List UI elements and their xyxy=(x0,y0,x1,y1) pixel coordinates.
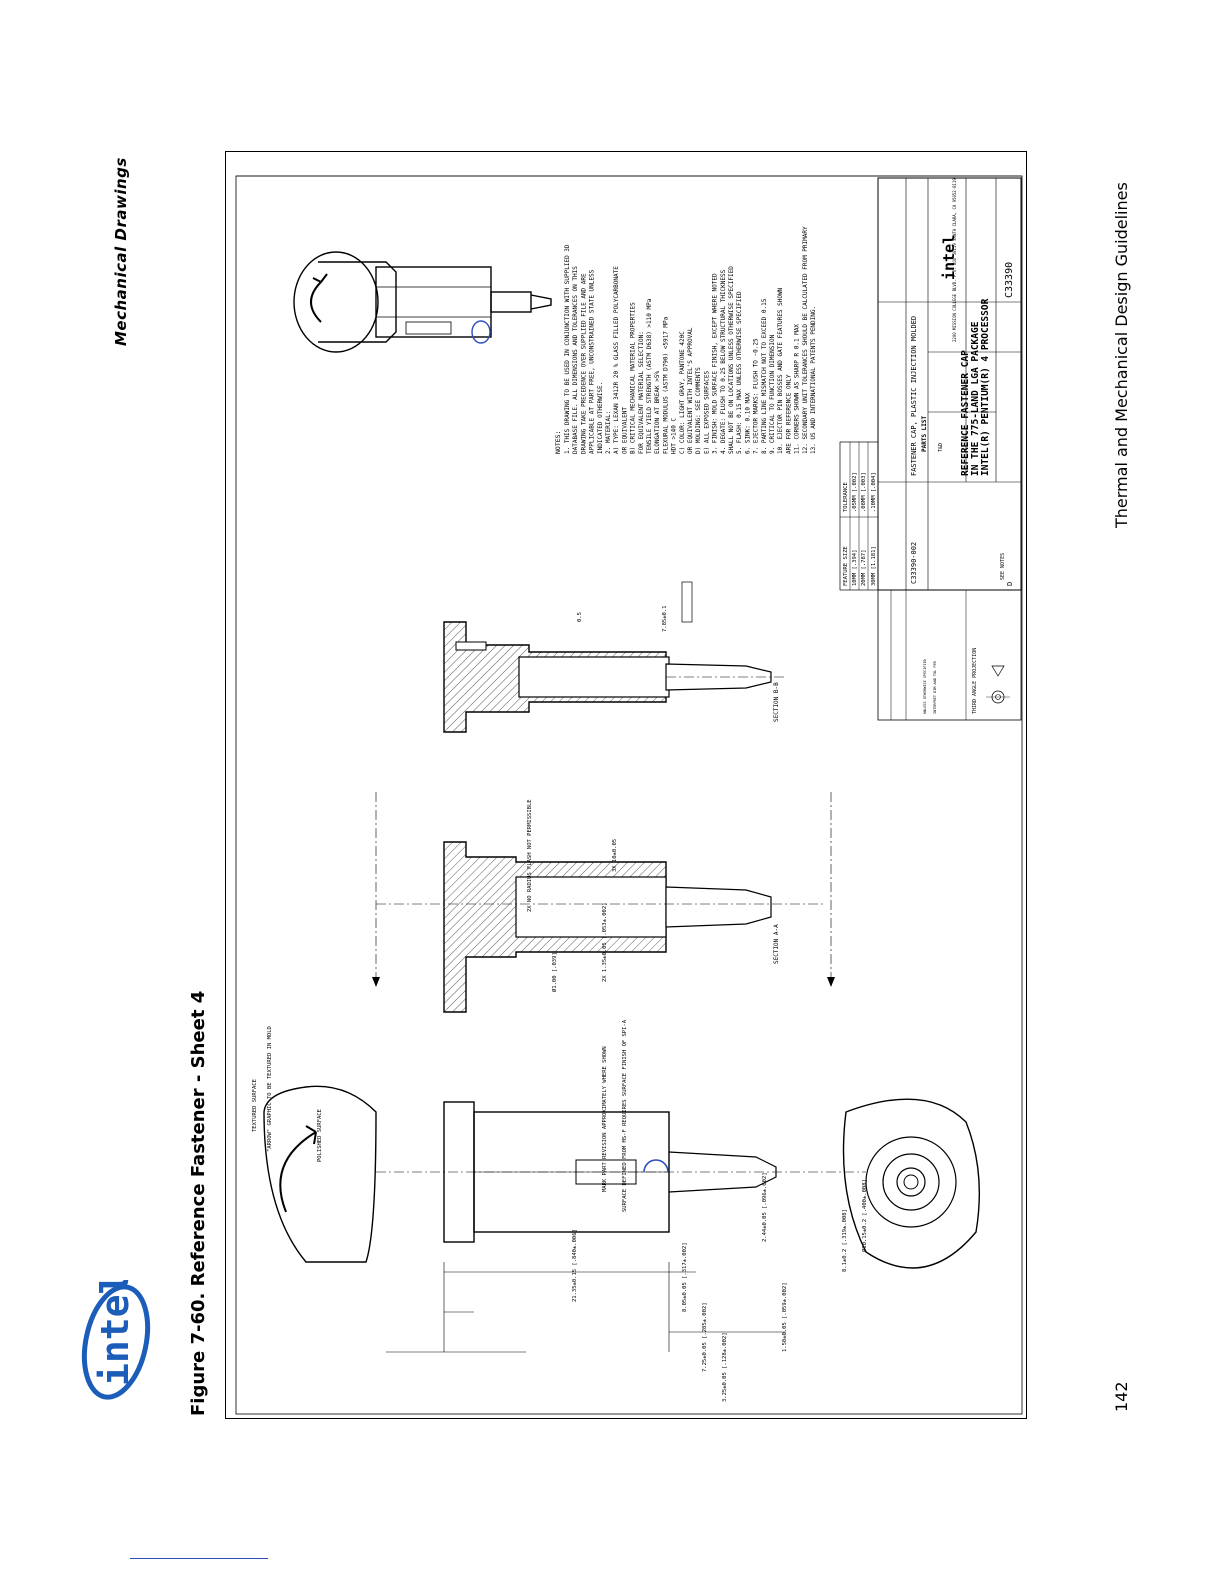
note-line: C) COLOR: LIGHT GRAY, PANTONE 420C xyxy=(679,331,686,454)
annotation-text: 2X NO RADIUS FLASH NOT PERMISSIBLE xyxy=(527,799,533,912)
intel-logo-icon: intel xyxy=(81,1280,151,1400)
note-line: 13. US AND INTERNATIONAL PATENTS PENDING… xyxy=(810,306,817,454)
tb-size: D xyxy=(1006,582,1014,586)
dimension-text: 8.05±0.05 [.317±.002] xyxy=(682,1242,688,1312)
tb-title-line-3: REFERENCE FASTENER CAP xyxy=(960,350,971,476)
note-line: 2. MATERIAL: xyxy=(605,411,612,454)
section-header: Mechanical Drawings xyxy=(112,157,130,346)
svg-text:30MM [1.181]: 30MM [1.181] xyxy=(871,546,877,586)
svg-text:UNLESS OTHERWISE SPECIFIED: UNLESS OTHERWISE SPECIFIED xyxy=(923,659,927,714)
note-line: 8. PARTING LINE MISMATCH NOT TO EXCEED 0… xyxy=(761,298,768,454)
footer-rule xyxy=(130,1558,268,1559)
note-line: 6. SINK: 0.10 MAX xyxy=(744,392,751,454)
dimension-text: 21.35±0.15 [.840±.006] xyxy=(572,1229,578,1302)
note-line: HDT >140 C xyxy=(671,417,678,454)
note-line: D) MOLDING: SEE COMMENTS xyxy=(695,367,702,454)
svg-text:.10MM [.004]: .10MM [.004] xyxy=(871,472,877,512)
dimension-text: 1.50±0.05 [.059±.002] xyxy=(782,1282,788,1352)
notes-header: NOTES: xyxy=(554,431,562,454)
note-line: TENSILE YIELD STRENGTH (ASTM D638) >110 … xyxy=(646,298,653,454)
note-line: 7. EJECTOR MARKS: FLUSH TO -0.25 xyxy=(753,338,760,454)
note-line: FLEXURAL MODULUS (ASTM D790) <5917 MPa xyxy=(662,316,669,454)
annotation-text: SURFACE DEFINED FROM MS-F REQUIRES SURFA… xyxy=(622,1019,628,1212)
note-line: FOR EQUIVALENT MATERIAL SELECTION: xyxy=(638,331,645,454)
title-block: D C33390 INTEL(R) PENTIUM(R) 4 PROCESSOR… xyxy=(877,177,1022,721)
svg-text:20MM [.787]: 20MM [.787] xyxy=(861,550,867,586)
drawing-frame: D C33390 INTEL(R) PENTIUM(R) 4 PROCESSOR… xyxy=(225,151,1027,1419)
dimension-text: 2.44±0.05 [.096±.002] xyxy=(762,1172,768,1242)
dimension-text: 3X 10±0.05 xyxy=(612,839,618,872)
figure-caption: Figure 7-60. Reference Fastener - Sheet … xyxy=(188,990,209,1416)
svg-text:INTERPRET DIM AND TOL PER: INTERPRET DIM AND TOL PER xyxy=(933,660,937,714)
side-elevation-view xyxy=(376,1101,866,1243)
note-line: DRAWING TAKE PRECEDENCE OVER SUPPLIED FI… xyxy=(580,273,587,454)
tb-parts-list: PARTS LIST xyxy=(921,415,928,452)
tb-drawing-number: C33390 xyxy=(1004,262,1015,298)
note-line: OR EQUIVALENT WITH INTEL'S APPROVAL xyxy=(687,327,694,454)
dimension-text: 7.85±0.1 xyxy=(662,606,668,633)
note-line: 1. THIS DRAWING TO BE USED IN CONJUNCTIO… xyxy=(564,244,571,454)
section-a-view: SECTION A-A xyxy=(372,792,835,1013)
tb-title-line-1: INTEL(R) PENTIUM(R) 4 PROCESSOR xyxy=(980,298,991,476)
tb-company: intel xyxy=(940,235,958,280)
tb-see-notes: SEE NOTES xyxy=(1000,553,1006,580)
note-line: APPLICABLE AT PART FREE, UNCONSTRAINED S… xyxy=(589,269,596,454)
annotation-text: TEXTURED SURFACE xyxy=(252,1079,258,1132)
note-line: ELONGATION AT BREAK >5% xyxy=(654,371,661,454)
logo-wordmark: intel xyxy=(93,1280,137,1386)
drawing-notes: NOTES: 1. THIS DRAWING TO BE USED IN CON… xyxy=(554,226,817,454)
svg-text:.08MM [.003]: .08MM [.003] xyxy=(861,472,867,512)
note-line: 9. CRITICAL TO FUNCTION DIMENSION xyxy=(769,334,776,454)
annotation-text: MARK PART REVISION APPROXIMATELY WHERE S… xyxy=(602,1046,608,1192)
tb-title-line-2: IN THE 775-LAND LGA PACKAGE xyxy=(970,321,981,476)
note-line: 10. EJECTOR PIN BOSSES AND GATE FEATURES… xyxy=(777,287,784,454)
note-line: ARE FOR REFERENCE ONLY xyxy=(785,374,792,454)
top-view xyxy=(263,1085,377,1263)
dimension-layer: 21.35±0.15 [.840±.006] 8.05±0.05 [.317±.0… xyxy=(551,606,868,1403)
tolerance-table: FEATURE SIZE TOLERANCE 10MM [.394] .05MM… xyxy=(839,441,879,591)
dimension-text: Ø1.00 [.039] xyxy=(551,952,558,992)
engineering-drawing: D C33390 INTEL(R) PENTIUM(R) 4 PROCESSOR… xyxy=(235,175,1023,1415)
svg-text:.05MM [.002]: .05MM [.002] xyxy=(852,472,858,512)
svg-text:TOLERANCE: TOLERANCE xyxy=(843,482,849,512)
tb-part-number: C33390-002 xyxy=(910,542,918,584)
note-line: SHALL NOT BE ON LOCATIONS UNLESS OTHERWI… xyxy=(728,266,735,454)
note-line: DATABASE FILE. ALL DIMENSIONS AND TOLERA… xyxy=(572,266,579,454)
section-b-view: SECTION B-B xyxy=(443,581,786,733)
annotation-layer: TEXTURED SURFACE "ARROW" GRAPHIC TO BE TE… xyxy=(252,799,628,1212)
section-a-label: SECTION A-A xyxy=(773,924,780,964)
end-view xyxy=(842,1098,981,1269)
tb-description: FASTENER CAP, PLASTIC INJECTION MOLDED xyxy=(910,316,918,476)
dimension-text: 7.25±0.05 [.285±.002] xyxy=(702,1302,708,1372)
note-line: 4. DEGATE: FLUSH TO 0.25 BELOW STRUCTURA… xyxy=(720,269,727,454)
note-line: B) CRITICAL MECHANICAL MATERIAL PROPERTI… xyxy=(630,302,637,454)
document-title: Thermal and Mechanical Design Guidelines xyxy=(1112,182,1131,528)
fcf-frame xyxy=(681,581,693,623)
note-line: A) TYPE: LEXAN 3412R 20 % GLASS FILLED P… xyxy=(613,266,620,454)
dimension-text: 2X 1.35±0.05 [.053±.002] xyxy=(602,903,608,982)
note-line: 12. SECONDARY UNIT TOLERANCES SHOULD BE … xyxy=(802,226,809,454)
tb-department: T&D xyxy=(938,443,944,452)
isometric-view xyxy=(293,251,552,353)
note-line: INDICATED OTHERWISE. xyxy=(597,382,604,454)
annotation-text: "ARROW" GRAPHIC TO BE TEXTURED IN MOLD xyxy=(267,1026,273,1152)
note-line: OR EQUIVALENT xyxy=(621,407,628,454)
dimension-text: 3.25±0.05 [.128±.002] xyxy=(722,1332,728,1402)
svg-text:10MM [.394]: 10MM [.394] xyxy=(852,550,858,586)
annotation-text: POLISHED SURFACE xyxy=(317,1109,323,1162)
dimension-text: 8.1±0.2 [.319±.008] xyxy=(842,1209,848,1272)
dimension-text: Ø10.15±0.2 [.400±.008] xyxy=(861,1179,868,1252)
note-line: 3. FINISH: MOLD SURFACE FINISH, EXCEPT W… xyxy=(712,273,719,454)
section-b-label: SECTION B-B xyxy=(773,682,780,722)
note-line: E) ALL EXPOSED SURFACES xyxy=(703,371,710,454)
dimension-text: 0.5 xyxy=(577,612,583,622)
tb-address: 2200 MISSION COLLEGE BLVD. P.O. BOX 5811… xyxy=(952,178,957,342)
tb-projection: THIRD ANGLE PROJECTION xyxy=(972,648,978,714)
note-line: 5. FLASH: 0.15 MAX UNLESS OTHERWISE SPEC… xyxy=(736,291,743,454)
svg-text:FEATURE SIZE: FEATURE SIZE xyxy=(843,546,849,586)
page-number: 142 xyxy=(1112,1381,1131,1412)
note-line: 11. CORNERS SHOWN AS SHARP R 0.1 MAX xyxy=(794,324,801,454)
